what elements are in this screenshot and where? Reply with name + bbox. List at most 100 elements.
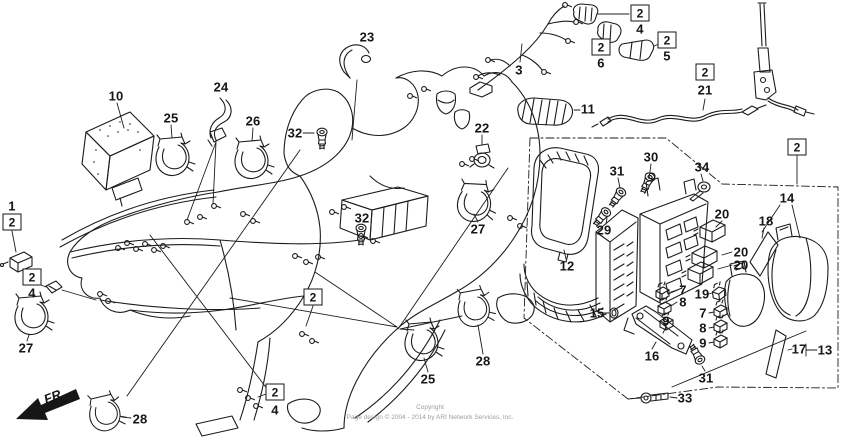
part-28-mid-clamp	[455, 283, 497, 355]
fuse-clips-left	[655, 281, 678, 334]
callout-18: 18	[758, 213, 774, 229]
callout-15: 15	[589, 305, 605, 321]
callout-8: 8	[699, 320, 707, 336]
part-32-mid-screw	[355, 223, 367, 246]
leader-lines-long	[126, 79, 509, 397]
callout-3: 3	[515, 62, 523, 78]
callout-7: 7	[679, 282, 687, 298]
callout-6: 6	[597, 55, 605, 71]
callout-11: 11	[580, 101, 596, 117]
callout-20: 20	[733, 244, 749, 260]
part-29-screw	[590, 205, 613, 229]
callout-10: 10	[108, 88, 124, 104]
callout-boxed-2: 2	[695, 63, 715, 81]
part-25-top-clamp	[155, 124, 196, 177]
callout-boxed-2: 2	[303, 288, 323, 306]
callout-7: 7	[699, 305, 707, 321]
part-14-cover	[761, 204, 829, 322]
part-28-bottomleft-clamp	[86, 388, 132, 434]
part-30-screw	[637, 163, 657, 196]
part-2-4-bottom-leader	[257, 393, 267, 398]
callout-20: 20	[714, 206, 730, 222]
part-3-subharness	[469, 2, 584, 98]
callout-27: 27	[470, 221, 486, 237]
callout-26: 26	[245, 113, 261, 129]
callout-30: 30	[643, 149, 659, 165]
callout-27: 27	[18, 340, 34, 356]
callout-21: 21	[697, 82, 713, 98]
callout-5: 5	[663, 48, 671, 64]
part-13-lower-cover	[723, 260, 766, 327]
callout-boxed-2: 2	[787, 138, 807, 156]
part-18-sheet	[749, 227, 779, 277]
part-16-bracket	[623, 305, 693, 355]
part-2-5-connector	[618, 39, 660, 61]
harness-connectors	[97, 86, 528, 409]
callout-32: 32	[354, 210, 370, 226]
callout-12: 12	[559, 258, 575, 274]
callout-25: 25	[163, 110, 179, 126]
callout-16: 16	[644, 348, 660, 364]
callout-22: 22	[474, 120, 490, 136]
callout-4: 4	[271, 402, 279, 418]
callout-29: 29	[596, 222, 612, 238]
callout-19: 19	[694, 286, 710, 302]
callout-23: 23	[359, 29, 375, 45]
part-27-right-clamp	[454, 176, 501, 226]
part-2-21-cable	[591, 98, 767, 128]
callout-17: 17	[791, 341, 807, 357]
watermark-line2: Page design © 2004 - 2014 by ARI Network…	[346, 413, 514, 421]
part-2-4-connector	[572, 3, 630, 25]
subassembly-13-line	[671, 330, 807, 388]
part-15-grommet	[602, 307, 619, 319]
callout-boxed-2: 2	[591, 38, 611, 56]
part-27-left-clamp	[14, 291, 55, 342]
callout-20: 20	[733, 257, 749, 273]
center-box-drawing	[339, 186, 429, 241]
part-23-stay	[339, 44, 372, 79]
part-31-bottom-screw	[686, 342, 707, 372]
callout-boxed-2: 2	[2, 213, 22, 231]
part-11-cover	[517, 97, 581, 126]
callout-boxed-2: 2	[630, 4, 650, 22]
watermark-line1: Copyright	[416, 404, 444, 411]
part-2-4-left-connector	[40, 280, 97, 301]
callout-boxed-2: 2	[22, 268, 42, 286]
callout-8: 8	[679, 294, 687, 310]
part-24-stay	[207, 97, 232, 147]
callout-4: 4	[636, 21, 644, 37]
antenna-drawing	[753, 2, 815, 117]
part-32-top-screw	[302, 127, 328, 150]
part-20-relays	[681, 219, 733, 285]
callout-24: 24	[213, 79, 229, 95]
callout-28: 28	[132, 411, 148, 427]
callout-4: 4	[28, 285, 36, 301]
callout-31: 31	[698, 370, 714, 386]
main-harness-drawing	[59, 66, 541, 437]
part-22-clamp	[469, 134, 495, 169]
callout-33: 33	[677, 390, 693, 406]
phantom-boundary	[523, 137, 839, 400]
callout-boxed-2: 2	[265, 383, 285, 401]
part-33-bolt	[627, 392, 678, 404]
part-10-drawing	[81, 102, 155, 207]
callout-32: 32	[287, 125, 303, 141]
part-31-top-screw	[606, 177, 628, 210]
callout-1: 1	[8, 198, 16, 214]
part-26-clamp	[234, 127, 275, 180]
callout-13: 13	[817, 342, 833, 358]
part-1-2-connector	[0, 230, 33, 273]
callout-14: 14	[779, 190, 795, 206]
part-17-sheet	[765, 329, 818, 379]
callout-9: 9	[662, 313, 670, 329]
callout-31: 31	[609, 163, 625, 179]
watermark: Copyright Page design © 2004 - 2014 by A…	[220, 403, 640, 423]
callout-25: 25	[420, 371, 436, 387]
part-25-bottom-clamp	[404, 317, 445, 373]
part-12-lid	[530, 147, 600, 263]
fuse-clips-right-column	[707, 280, 728, 349]
callout-boxed-2: 2	[657, 31, 677, 49]
part-2-mid-leader	[305, 305, 314, 327]
